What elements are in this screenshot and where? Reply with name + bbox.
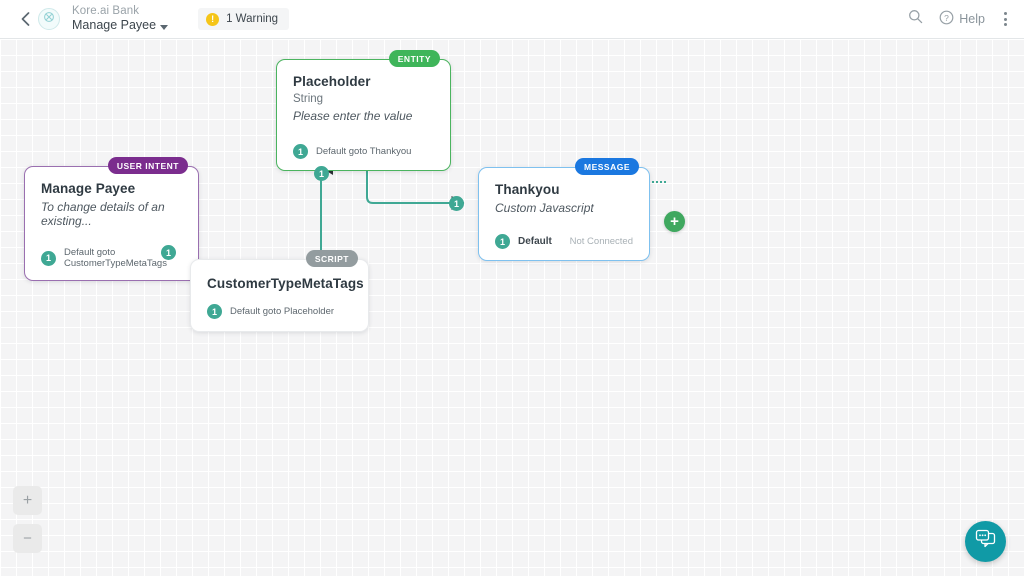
help-label: Help — [959, 12, 985, 26]
plus-icon: + — [670, 213, 679, 230]
chat-bubble-icon — [975, 529, 997, 554]
zoom-out-button[interactable]: − — [13, 524, 42, 553]
node-subtitle: Custom Javascript — [495, 201, 594, 215]
node-title: Thankyou — [495, 182, 560, 197]
node-port-badge: 1 — [41, 250, 56, 266]
edge-port-script-to-placeholder[interactable]: 1 — [314, 166, 329, 181]
breadcrumb-current[interactable]: Manage Payee — [72, 18, 169, 34]
breadcrumb-current-label: Manage Payee — [72, 18, 157, 33]
edge-placeholder-to-message — [366, 157, 450, 204]
node-subtitle: String — [293, 93, 324, 105]
zoom-in-button[interactable]: + — [13, 486, 42, 515]
add-node-button[interactable]: + — [664, 211, 685, 232]
edge-port-placeholder-to-message[interactable]: 1 — [449, 196, 464, 211]
node-body: CustomerTypeMetaTags — [191, 260, 368, 291]
node-port-badge: 1 — [495, 234, 510, 249]
node-prompt: Please enter the value — [293, 109, 413, 123]
node-body: Manage Payee To change details of an exi… — [25, 167, 198, 228]
chat-button[interactable] — [965, 521, 1006, 562]
edge-port-label: 1 — [453, 198, 459, 209]
edge-port-label: 1 — [318, 168, 324, 179]
help-circle-icon: ? — [939, 10, 954, 28]
node-customer-type-meta-tags[interactable]: SCRIPT CustomerTypeMetaTags 1 Default go… — [190, 250, 369, 332]
node-thankyou[interactable]: MESSAGE Thankyou Custom Javascript 1 Def… — [478, 158, 650, 261]
search-button[interactable] — [908, 9, 923, 29]
search-icon — [908, 9, 923, 29]
app-header: Kore.ai Bank Manage Payee ! 1 Warning — [0, 0, 1024, 39]
warning-label: 1 Warning — [226, 13, 279, 25]
edge-port-label: 1 — [165, 247, 171, 258]
breadcrumb-parent[interactable]: Kore.ai Bank — [72, 5, 140, 17]
header-actions: ? Help — [908, 0, 1024, 39]
node-placeholder[interactable]: ENTITY Placeholder String Please enter t… — [276, 50, 451, 171]
node-subtitle: To change details of an existing... — [41, 200, 165, 228]
node-port-row[interactable]: 1 Default goto Placeholder — [191, 297, 368, 331]
node-port-label: Default goto CustomerTypeMetaTags — [64, 247, 167, 269]
node-body: Placeholder String Please enter the valu… — [277, 60, 450, 125]
flow-canvas[interactable]: 1 1 1 ENTITY Placeholder String Please e… — [0, 39, 1024, 576]
node-port-row[interactable]: 1 Default goto Thankyou — [277, 135, 450, 170]
node-body: Thankyou Custom Javascript — [479, 168, 649, 215]
node-port-badge: 1 — [293, 144, 308, 159]
node-title: Manage Payee — [41, 181, 136, 196]
node-title: CustomerTypeMetaTags — [207, 276, 364, 291]
edge-port-intent-to-script[interactable]: 1 — [161, 245, 176, 260]
help-button[interactable]: ? Help — [939, 10, 985, 28]
minus-icon: − — [23, 530, 32, 547]
node-title: Placeholder — [293, 74, 371, 89]
node-port-status: Not Connected — [569, 236, 633, 247]
node-badge-message: MESSAGE — [574, 158, 639, 175]
node-port-label: Default goto Thankyou — [316, 146, 412, 157]
breadcrumb: Kore.ai Bank Manage Payee — [72, 4, 169, 34]
bot-avatar[interactable] — [38, 8, 60, 30]
node-port-label: Default — [518, 236, 552, 247]
node-manage-payee[interactable]: USER INTENT Manage Payee To change detai… — [24, 157, 199, 281]
kebab-menu-icon[interactable] — [1001, 8, 1010, 30]
zoom-controls: + − — [13, 486, 42, 562]
warning-icon: ! — [206, 12, 220, 26]
node-badge-script: SCRIPT — [305, 250, 358, 267]
chevron-down-icon — [160, 24, 169, 30]
svg-text:?: ? — [944, 13, 949, 23]
node-badge-entity: ENTITY — [388, 50, 440, 67]
bot-avatar-icon — [43, 10, 55, 28]
plus-icon: + — [22, 491, 33, 509]
warning-badge[interactable]: ! 1 Warning — [198, 8, 290, 30]
back-button[interactable] — [14, 0, 36, 39]
node-port-row[interactable]: 1 Default goto CustomerTypeMetaTags — [25, 238, 198, 280]
node-port-row[interactable]: 1 Default Not Connected — [479, 225, 649, 260]
node-port-label: Default goto Placeholder — [230, 306, 335, 317]
edge-layer — [111, 157, 666, 261]
node-port-badge: 1 — [207, 304, 222, 319]
chevron-left-icon — [21, 12, 30, 26]
node-badge-user-intent: USER INTENT — [107, 157, 188, 174]
